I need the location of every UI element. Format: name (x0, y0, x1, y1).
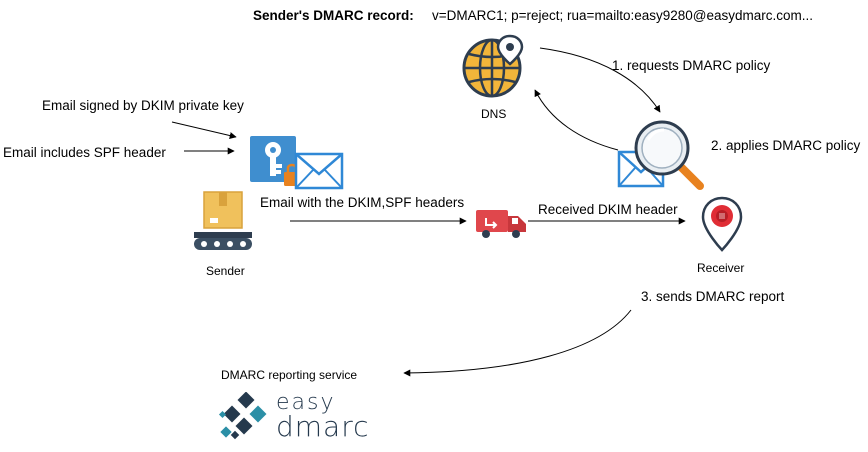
email-headers-label: Email with the DKIM,SPF headers (260, 195, 465, 210)
easydmarc-logo-mark (218, 392, 267, 440)
arrow-dkim-signed (171, 121, 237, 139)
spf-header-label: Email includes SPF header (3, 145, 166, 160)
dns-label: DNS (481, 107, 507, 121)
received-dkim-label: Received DKIM header (538, 202, 678, 217)
globe-icon (462, 34, 524, 98)
header-label: Sender's DMARC record: (253, 8, 414, 23)
receiver-pin-icon (701, 196, 743, 252)
step2-label: 2. applies DMARC policy (711, 138, 861, 153)
header-dmarc-record: v=DMARC1; p=reject; rua=mailto:easy9280@… (432, 8, 813, 23)
arrow-sends-report (403, 309, 632, 377)
logo-easy-text: easy (276, 390, 336, 415)
logo-dmarc-text: dmarc (276, 410, 370, 443)
sender-conveyor-icon (194, 191, 252, 250)
envelope-icon (294, 152, 344, 190)
step1-label: 1. requests DMARC policy (612, 58, 771, 73)
sender-label: Sender (206, 264, 245, 278)
magnifier-icon (634, 120, 704, 190)
arrow-policy-response (534, 89, 619, 151)
truck-icon (476, 210, 526, 238)
step3-label: 3. sends DMARC report (641, 289, 785, 304)
easydmarc-logo: easy dmarc (218, 390, 398, 443)
reporting-service-label: DMARC reporting service (221, 368, 358, 382)
receiver-label: Receiver (697, 261, 745, 275)
dkim-signed-label: Email signed by DKIM private key (42, 98, 244, 113)
arrow-requests-policy (539, 47, 661, 113)
